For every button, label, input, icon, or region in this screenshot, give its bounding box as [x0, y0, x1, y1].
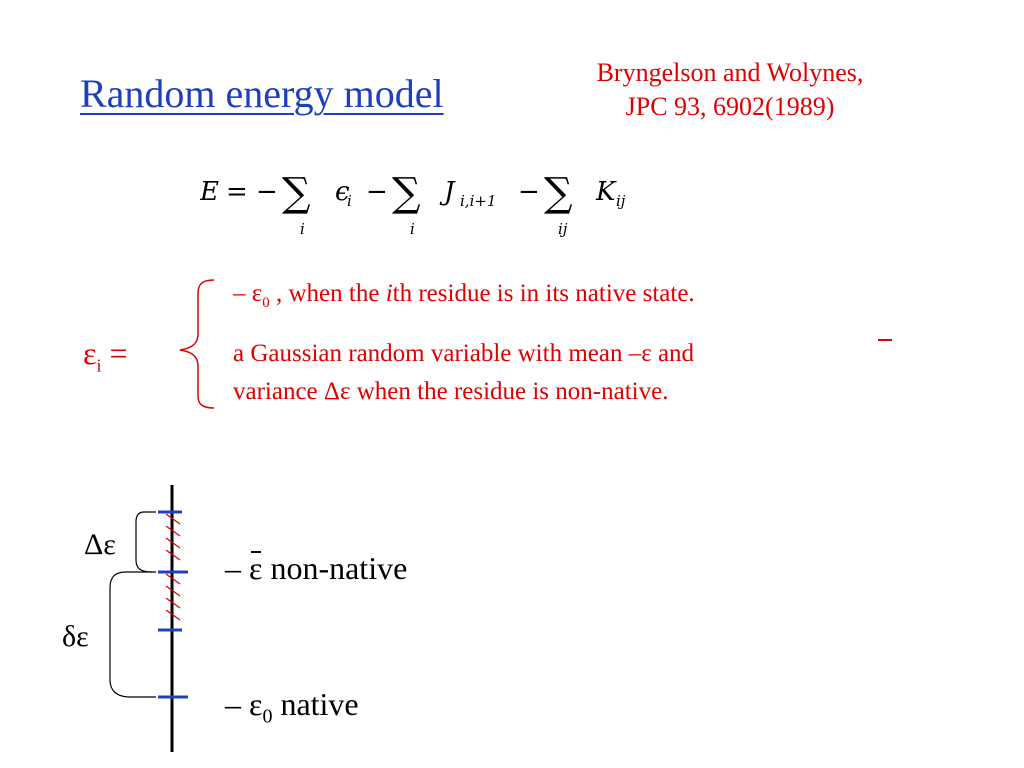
- small-delta-bracket: [109, 571, 156, 698]
- formula-sum-1-index: i: [300, 220, 305, 238]
- formula-epsilon: ϵ: [335, 177, 350, 207]
- energy-formula: E = − ∑ i ϵ i − ∑ i J i,i+1 − ∑ ij K ij: [200, 170, 626, 238]
- delta-bracket: [135, 511, 156, 573]
- formula-equals: =: [226, 177, 248, 207]
- epsilon-i-lhs: εi =: [83, 335, 128, 376]
- case-nonnative-line-1: a Gaussian random variable with mean –ε …: [233, 340, 695, 367]
- case-native: – ε0 , when the ith residue is in its na…: [233, 280, 695, 311]
- nonnative-level-label: – ε non-native: [225, 550, 408, 586]
- energy-level-diagram: [109, 485, 188, 752]
- formula-sum-2: ∑: [392, 170, 421, 216]
- formula-sum-3: ∑: [544, 170, 573, 216]
- epsilon-bar: ε: [249, 550, 263, 586]
- formula-minus-2: −: [366, 177, 388, 207]
- mean-overbar-mark: [878, 339, 892, 341]
- slide-title: Random energy model: [80, 71, 444, 116]
- delta-epsilon-label: Δε: [84, 528, 116, 561]
- reference-line-2: JPC 93, 6902(1989): [625, 92, 835, 121]
- native-level-label: – ε0 native: [225, 686, 359, 728]
- formula-K-sub: ij: [616, 192, 626, 210]
- formula-sum-1: ∑: [282, 170, 311, 216]
- formula-epsilon-sub: i: [347, 192, 352, 210]
- formula-J-sub: i,i+1: [460, 192, 496, 210]
- formula-J: J: [439, 177, 456, 207]
- formula-minus-3: −: [518, 177, 540, 207]
- formula-minus-1: −: [256, 177, 278, 207]
- formula-K: K: [595, 177, 617, 207]
- case-nonnative-line-2: variance Δε when the residue is non-nati…: [233, 378, 669, 405]
- formula-sum-2-index: i: [410, 220, 415, 238]
- formula-lhs: E: [200, 177, 219, 207]
- small-delta-epsilon-label: δε: [62, 620, 89, 653]
- left-brace: [179, 279, 215, 409]
- reference-citation: Bryngelson and Wolynes, JPC 93, 6902(198…: [540, 56, 920, 124]
- reference-line-1: Bryngelson and Wolynes,: [596, 58, 864, 87]
- formula-sum-3-index: ij: [558, 220, 568, 238]
- hatching: [165, 513, 181, 621]
